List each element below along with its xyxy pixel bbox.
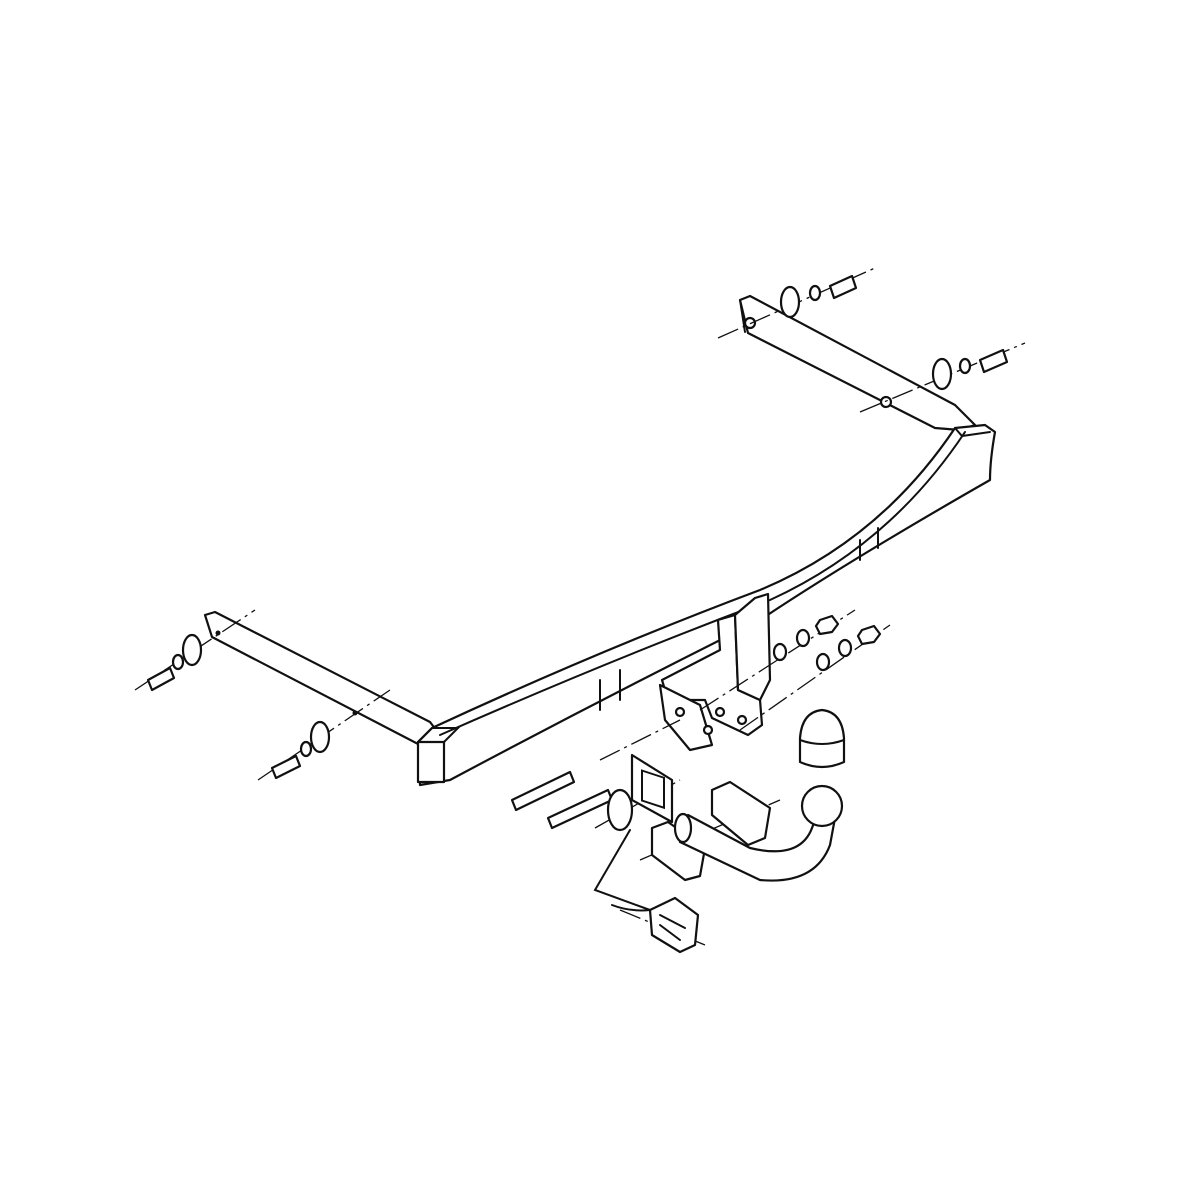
washer — [772, 642, 788, 662]
washer — [815, 652, 831, 672]
socket-plate — [606, 753, 674, 832]
washer — [931, 357, 953, 391]
ball-cap — [798, 708, 846, 769]
bolt — [146, 666, 176, 692]
center-mount-plates — [658, 592, 772, 752]
clamp-blocks — [650, 780, 772, 882]
crossbar — [416, 423, 997, 787]
crossbar-tube-end — [416, 740, 446, 784]
center-fasteners — [510, 614, 882, 830]
left-fasteners — [146, 633, 331, 780]
electrical-socket — [593, 829, 700, 954]
spring-washer — [299, 740, 313, 758]
washer — [779, 285, 801, 319]
spring-washer — [837, 638, 853, 658]
bolt — [270, 754, 302, 780]
spring-washer — [795, 628, 811, 648]
nut — [879, 395, 893, 409]
long-bolt — [546, 788, 614, 830]
washer — [181, 633, 203, 667]
assembly-axis-lines — [134, 267, 1026, 946]
spring-washer — [958, 357, 972, 375]
washer — [309, 720, 331, 754]
spring-washer — [171, 653, 185, 671]
nut — [814, 614, 840, 636]
bolt — [828, 274, 858, 300]
ball-hitch — [673, 784, 844, 882]
bolt — [978, 348, 1009, 374]
nut — [743, 316, 757, 330]
long-bolt — [510, 770, 576, 812]
tow-ball — [800, 784, 844, 828]
spring-washer — [808, 284, 822, 302]
nut — [856, 624, 882, 646]
right-fasteners — [779, 274, 1009, 391]
